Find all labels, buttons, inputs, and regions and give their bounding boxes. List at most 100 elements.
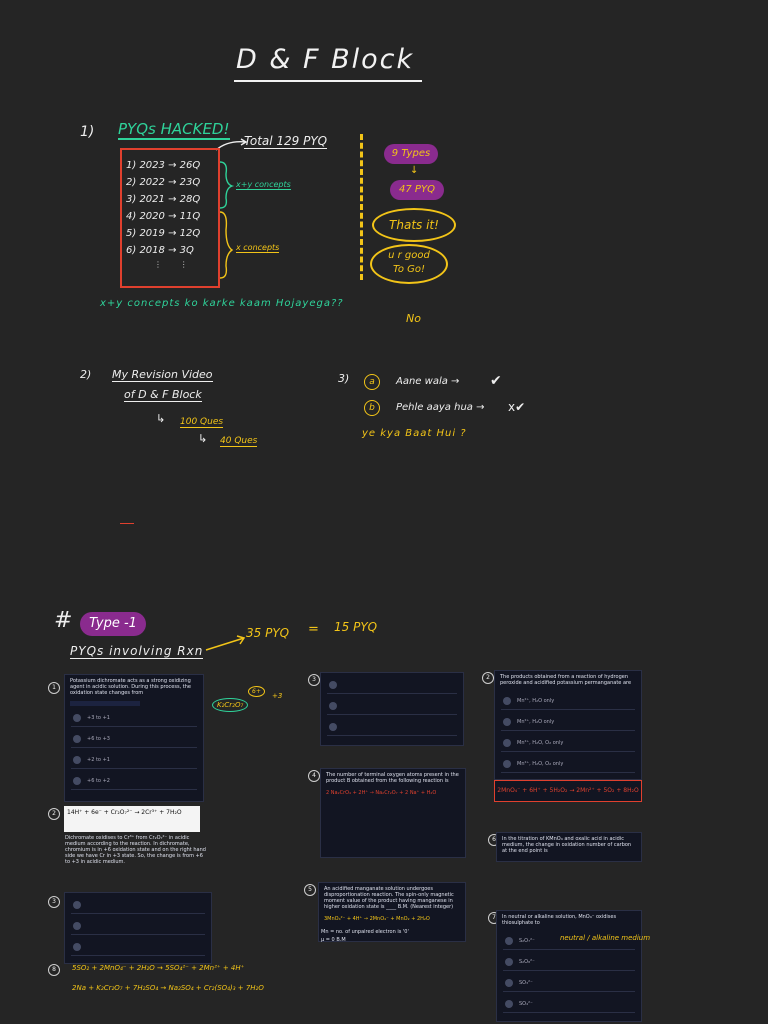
q1-option-label: +6 to +2	[87, 778, 110, 784]
q5-number-icon: 4	[308, 770, 320, 782]
q10-text: In neutral or alkaline solution, MnO₄⁻ o…	[502, 914, 617, 926]
q3-opt-2[interactable]	[71, 918, 205, 935]
q10-option-label: S₂O₈²⁻	[519, 959, 535, 965]
revision-video-line2: of D & F Block	[124, 388, 202, 402]
radio-icon	[505, 958, 513, 966]
radio-icon	[503, 718, 511, 726]
pyq-pill: 47 PYQ	[390, 180, 444, 200]
q1-ink-ox: 6+	[248, 686, 265, 697]
q4-opt-3[interactable]	[327, 719, 457, 736]
q7-option[interactable]: Mn²⁺, H₂O only	[501, 693, 635, 710]
x-concepts-label: x concepts	[236, 243, 280, 253]
page-title: D & F Block	[236, 44, 415, 75]
q7-option-label: Mn²⁺, H₂O only	[517, 719, 555, 725]
q6-equation: 3MnO₄²⁻ + 4H⁺ → 2MnO₄⁻ + MnO₂ + 2H₂O	[324, 916, 430, 922]
q9-text: In the titration of KMnO₄ and oxalic aci…	[502, 836, 632, 854]
q6-answer: μ = 0 B.M	[321, 937, 346, 943]
section3-number: 3)	[338, 372, 350, 385]
arrow-to-count	[205, 635, 246, 651]
ur-good-line1: u r good	[388, 250, 430, 261]
section1-heading: PYQs HACKED!	[118, 120, 230, 140]
q4-number-icon: 3	[308, 674, 320, 686]
q2-equation: 14H⁺ + 6e⁻ + Cr₂O₇²⁻ → 2Cr³⁺ + 7H₂O	[64, 806, 200, 832]
q9-card: In the titration of KMnO₄ and oxalic aci…	[496, 832, 642, 862]
q1-card: Potassium dichromate acts as a strong ox…	[64, 674, 204, 802]
q1-option[interactable]: +6 to +3	[71, 731, 197, 748]
q10-option-label: SO₄²⁻	[519, 1001, 533, 1007]
type1-count-a: 35 PYQ	[246, 626, 290, 640]
ques-40: 40 Ques	[220, 436, 258, 447]
q4-opt-2[interactable]	[327, 698, 457, 715]
radio-icon	[73, 777, 81, 785]
q3-number-icon: 3	[48, 896, 60, 908]
q1-ink-formula: K₂Cr₂O₇	[212, 698, 249, 712]
q3-opt-3[interactable]	[71, 939, 205, 956]
q10-option[interactable]: S₂O₇²⁻	[503, 933, 635, 950]
q7-option-label: Mn²⁺, H₂O only	[517, 698, 555, 704]
q1-ink-ox2: +3	[272, 692, 283, 700]
radio-icon	[503, 739, 511, 747]
radio-icon	[503, 760, 511, 768]
q10-option[interactable]: SO₃²⁻	[503, 975, 635, 992]
equals-sign: =	[308, 622, 319, 637]
q7-option[interactable]: Mn²⁺, H₂O, O₂ only	[501, 756, 635, 773]
q4-opt-1[interactable]	[327, 677, 457, 694]
q10-option[interactable]: S₂O₈²⁻	[503, 954, 635, 971]
section1-divider	[360, 134, 363, 280]
q4-card	[320, 672, 464, 746]
q7-option-label: Mn²⁺, H₂O, O₂ only	[517, 740, 564, 746]
q2-explanation: Dichromate oxidises to Cr³⁺ from Cr₂O₇²⁻…	[65, 835, 206, 865]
option-b-text: Pehle aaya hua →	[396, 402, 485, 413]
q6-number-icon: 5	[304, 884, 316, 896]
red-dash	[120, 523, 134, 524]
bracket-group	[219, 161, 235, 279]
radio-icon	[505, 937, 513, 945]
title-underline	[234, 80, 422, 82]
type1-pill: Type -1	[80, 612, 146, 636]
option-a-text: Aane wala →	[396, 376, 460, 387]
q8-number-icon: 8	[48, 964, 60, 976]
revision-video-line1: My Revision Video	[112, 368, 213, 382]
radio-icon	[73, 756, 81, 764]
year-list-ellipsis: ⋮ ⋮	[154, 260, 188, 269]
q8-ink: 5SO₂ + 2MnO₄⁻ + 2H₂O → 5SO₄²⁻ + 2Mn²⁺ + …	[72, 964, 245, 972]
year-row: 2) 2022 → 23Q	[126, 177, 201, 188]
q3-opt-1[interactable]	[71, 897, 205, 914]
q1-option[interactable]: +6 to +2	[71, 773, 197, 790]
q10-option-label: S₂O₇²⁻	[519, 938, 535, 944]
thats-it-oval: Thats it!	[372, 208, 456, 242]
types-pill: 9 Types	[384, 144, 438, 164]
q3-card	[64, 892, 212, 964]
section3-question: ye kya Baat Hui ?	[362, 428, 467, 439]
q7-option[interactable]: Mn²⁺, H₂O, O₂ only	[501, 735, 635, 752]
q2-number-icon: 2	[48, 808, 60, 820]
section2-number: 2)	[80, 368, 92, 381]
q10-option[interactable]: SO₄²⁻	[503, 996, 635, 1013]
down-arrow-icon: ↓	[410, 165, 419, 176]
cross-check-icon: x✔	[508, 400, 526, 414]
q10-card: In neutral or alkaline solution, MnO₄⁻ o…	[496, 910, 642, 1022]
year-row: 6) 2018 → 3Q	[126, 245, 194, 256]
option-b-mark: b	[364, 400, 380, 416]
type1-count-b: 15 PYQ	[334, 620, 378, 634]
q1-option-label: +3 to +1	[87, 715, 110, 721]
year-row: 4) 2020 → 11Q	[126, 211, 201, 222]
q7-option[interactable]: Mn²⁺, H₂O only	[501, 714, 635, 731]
q10-option-label: SO₃²⁻	[519, 980, 533, 986]
q5-equation: 2 Na₂CrO₄ + 2H⁺ → Na₂Cr₂O₇ + 2 Na⁺ + H₂O	[326, 790, 437, 796]
ur-good-line2: To Go!	[392, 264, 426, 275]
q1-option[interactable]: +2 to +1	[71, 752, 197, 769]
q1-option[interactable]: +3 to +1	[71, 710, 197, 727]
q6-note: Mn = no. of unpaired electron is '0'	[321, 929, 409, 935]
type1-subtitle: PYQs involving Rxn	[70, 644, 204, 659]
q1-option-label: +2 to +1	[87, 757, 110, 763]
q9-ink: 2Na + K₂Cr₂O₇ + 7H₂SO₄ → Na₂SO₄ + Cr₂(SO…	[72, 984, 264, 992]
q5-card: The number of terminal oxygen atoms pres…	[320, 768, 466, 858]
xy-concepts-label: x+y concepts	[236, 180, 291, 190]
year-row: 3) 2021 → 28Q	[126, 194, 201, 205]
option-a-mark: a	[364, 374, 380, 390]
type-hash: #	[54, 608, 73, 633]
q10-ink: neutral / alkaline medium	[560, 934, 651, 942]
q1-option-label: +6 to +3	[87, 736, 110, 742]
